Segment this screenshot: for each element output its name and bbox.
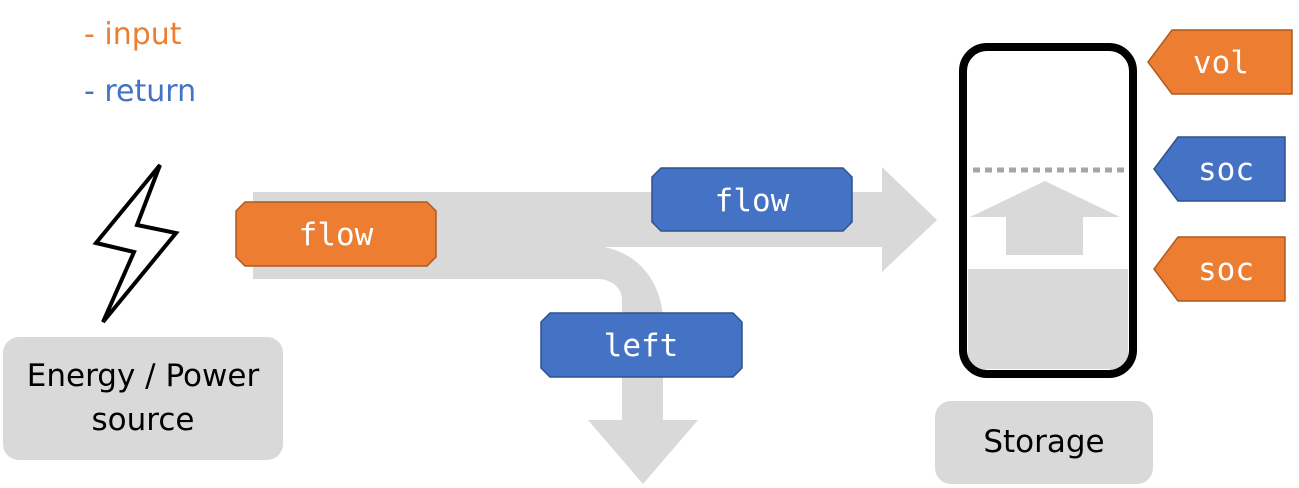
- tag-flow-input-text: flow: [299, 217, 374, 253]
- tag-soc-input-text: soc: [1198, 252, 1254, 288]
- storage-tank: [959, 43, 1137, 378]
- tag-soc-input: soc: [1153, 236, 1286, 302]
- tag-vol-input: vol: [1147, 29, 1293, 95]
- tag-soc-return-text: soc: [1198, 152, 1254, 188]
- storage-label: Storage: [935, 401, 1153, 484]
- tag-vol-input-text: vol: [1193, 45, 1249, 81]
- legend-input: - input: [84, 17, 182, 52]
- storage-label-text: Storage: [983, 423, 1105, 460]
- tag-left-return-text: left: [604, 328, 679, 364]
- tag-left-return: left: [540, 312, 743, 378]
- legend-return: - return: [84, 74, 197, 109]
- tag-flow-return-text: flow: [715, 183, 790, 219]
- storage-fill-up-arrow: [970, 181, 1120, 255]
- source-label-line1: Energy / Power: [26, 358, 260, 395]
- energy-source-label: Energy / Power source: [3, 337, 283, 460]
- source-label-line2: source: [91, 401, 195, 438]
- lightning-bolt-icon: [92, 163, 180, 324]
- tag-flow-return: flow: [651, 167, 853, 232]
- tag-flow-input: flow: [235, 201, 437, 267]
- tag-soc-return: soc: [1153, 136, 1286, 202]
